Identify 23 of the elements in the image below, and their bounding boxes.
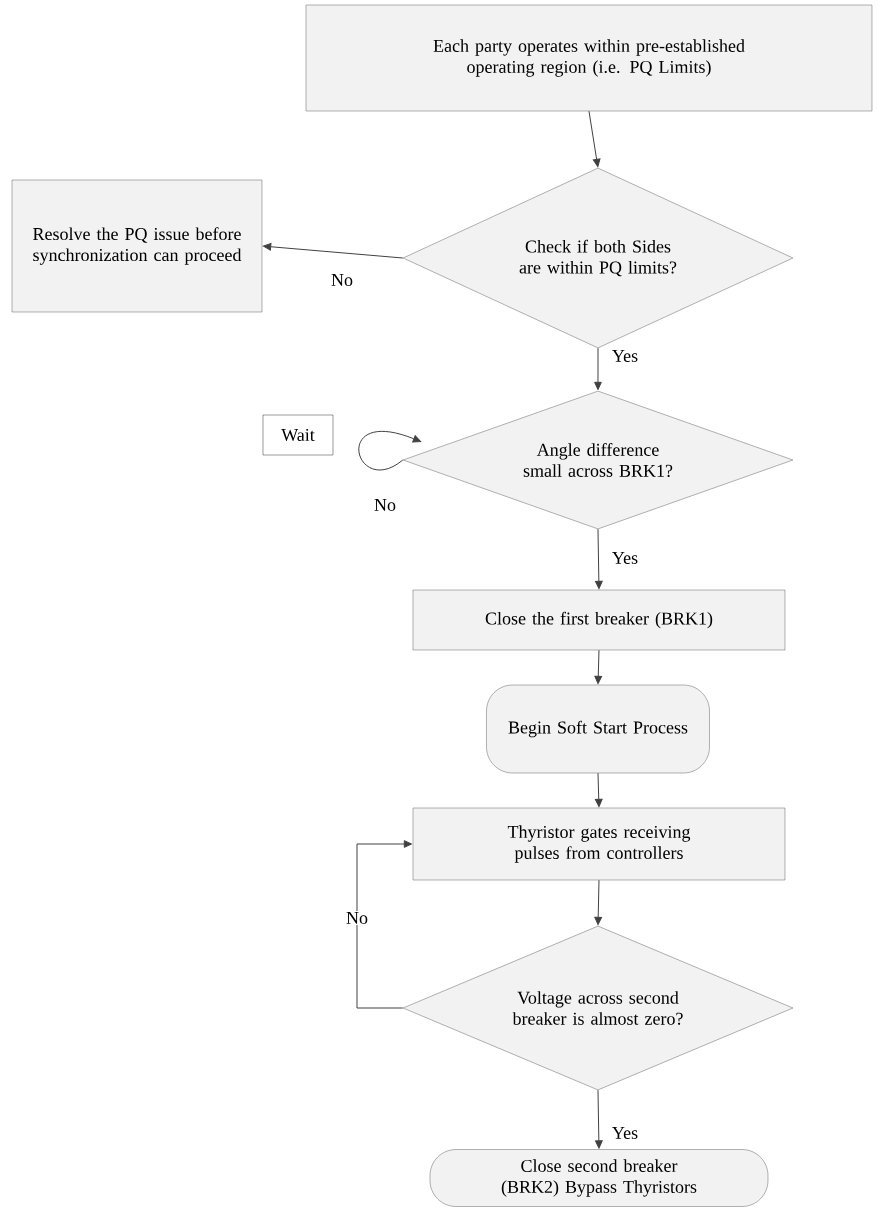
process-box: Close the first breaker (BRK1) <box>412 589 786 651</box>
arrow <box>594 649 603 685</box>
edge-label: Yes <box>610 1126 640 1140</box>
edge-label: Yes <box>610 349 640 363</box>
edge-label: Yes <box>610 551 640 565</box>
terminal-box: Begin Soft Start Process <box>486 684 710 774</box>
process-box: Resolve the PQ issue before synchronization can proceed <box>11 179 263 313</box>
arrow <box>358 430 422 471</box>
arrow <box>588 110 601 168</box>
edge-label: No <box>330 273 354 287</box>
edge-label: No <box>373 498 397 512</box>
arrow <box>594 772 603 808</box>
arrow <box>594 347 602 391</box>
process-box: Thyristor gates receiving pulses from controllers <box>412 807 786 881</box>
arrow <box>595 1089 603 1149</box>
note-box: Wait <box>262 414 334 456</box>
arrow <box>595 528 603 590</box>
arrow <box>594 879 603 926</box>
arrow <box>356 840 413 1009</box>
process-box: Each party operates within pre-established operating region (i.e. PQ Limits) <box>305 4 873 112</box>
edge-label: No <box>345 911 369 925</box>
terminal-box: Close second breaker (BRK2) Bypass Thyristors <box>429 1149 769 1207</box>
arrow <box>262 242 404 259</box>
